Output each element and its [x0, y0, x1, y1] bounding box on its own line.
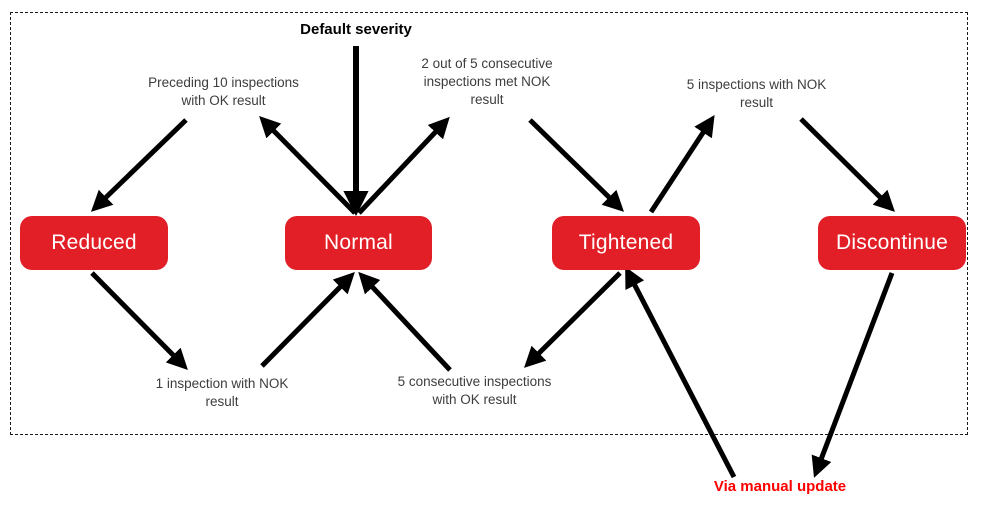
label-line: 1 inspection with NOK — [155, 376, 289, 391]
arrow-manual-to-tightened — [625, 266, 737, 479]
label-line: result — [205, 394, 239, 409]
label-preceding-ok: Preceding 10 inspections with OK result — [136, 74, 311, 110]
arrow-5ok-label-to-normal — [358, 271, 452, 372]
label-line: with OK result — [432, 392, 517, 407]
label-2-of-5-nok: 2 out of 5 consecutive inspections met N… — [412, 55, 562, 109]
state-label: Tightened — [578, 231, 674, 254]
arrow-discontinue-to-manual — [811, 272, 895, 478]
label-line: result — [470, 92, 504, 107]
label-line: with OK result — [181, 93, 266, 108]
arrow-normal-to-2of5-label — [357, 116, 450, 215]
state-label: Reduced — [51, 231, 137, 254]
arrow-tightened-to-5ok-label — [524, 271, 622, 368]
default-severity-title: Default severity — [300, 21, 412, 38]
label-1-nok: 1 inspection with NOK result — [147, 375, 297, 411]
state-label: Normal — [324, 231, 393, 254]
state-discontinue: Discontinue — [818, 216, 966, 270]
dashed-border-frame — [10, 12, 968, 435]
state-tightened: Tightened — [552, 216, 700, 270]
arrow-preceding-label-to-reduced — [90, 118, 188, 212]
arrow-reduced-to-1nok-label — [90, 271, 188, 370]
via-manual-update-note: Via manual update — [713, 478, 847, 495]
state-reduced: Reduced — [20, 216, 168, 270]
label-line: 2 out of 5 consecutive — [421, 56, 553, 71]
label-5-consecutive-ok: 5 consecutive inspections with OK result — [387, 373, 562, 409]
label-line: Preceding 10 inspections — [148, 75, 299, 90]
arrow-tightened-to-5nok-label — [648, 114, 715, 214]
label-5-nok: 5 inspections with NOK result — [679, 76, 834, 112]
arrow-5nok-label-to-discontinue — [799, 117, 895, 212]
state-label: Discontinue — [836, 231, 948, 254]
label-line: 5 consecutive inspections — [397, 374, 552, 389]
state-normal: Normal — [285, 216, 432, 270]
label-line: result — [739, 95, 773, 110]
arrow-2of5-label-to-tightened — [528, 118, 625, 212]
arrow-1nok-label-to-normal — [260, 272, 355, 368]
arrow-normal-to-preceding-label — [259, 116, 357, 215]
label-line: inspections met NOK — [423, 74, 551, 89]
label-line: 5 inspections with NOK — [686, 77, 827, 92]
